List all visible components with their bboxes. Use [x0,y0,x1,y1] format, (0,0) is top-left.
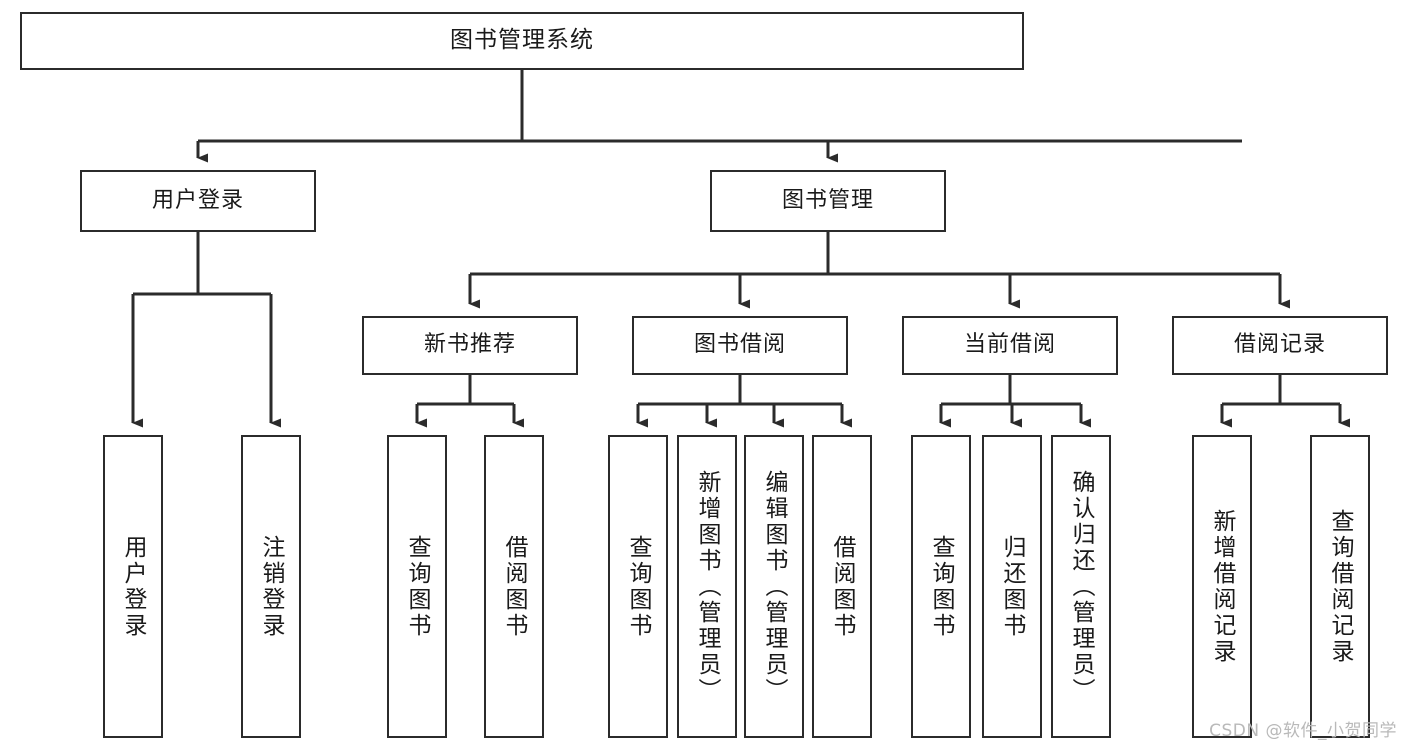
node-leaf-borrow-book-1[interactable]: 借阅图书 [484,435,544,738]
node-borrow-record[interactable]: 借阅记录 [1172,316,1388,375]
node-user-login[interactable]: 用户登录 [80,170,316,232]
node-leaf-edit-book-label: 编辑图书（管理员） [761,469,788,704]
node-user-login-label: 用户登录 [151,187,244,213]
node-leaf-return-book-label: 归还图书 [999,534,1026,639]
node-leaf-query-book-3[interactable]: 查询图书 [911,435,971,738]
node-leaf-query-record[interactable]: 查询借阅记录 [1310,435,1370,738]
node-leaf-edit-book[interactable]: 编辑图书（管理员） [744,435,804,738]
node-current-borrow-label: 当前借阅 [963,332,1056,358]
node-leaf-logout-label: 注销登录 [258,534,285,639]
node-book-borrow-label: 图书借阅 [693,332,786,358]
node-leaf-borrow-book-1-label: 借阅图书 [501,534,528,639]
node-leaf-add-record-label: 新增借阅记录 [1209,508,1236,665]
node-leaf-query-book-2[interactable]: 查询图书 [608,435,668,738]
node-leaf-query-record-label: 查询借阅记录 [1327,508,1354,665]
node-book-manage-label: 图书管理 [781,187,874,213]
node-root[interactable]: 图书管理系统 [20,12,1024,70]
node-root-label: 图书管理系统 [450,27,594,54]
node-leaf-confirm-return[interactable]: 确认归还（管理员） [1051,435,1111,738]
node-book-borrow[interactable]: 图书借阅 [632,316,848,375]
node-leaf-add-book[interactable]: 新增图书（管理员） [677,435,737,738]
node-leaf-query-book-1[interactable]: 查询图书 [387,435,447,738]
node-leaf-add-record[interactable]: 新增借阅记录 [1192,435,1252,738]
node-new-book-recommend-label: 新书推荐 [423,332,516,358]
node-new-book-recommend[interactable]: 新书推荐 [362,316,578,375]
node-leaf-borrow-book-2-label: 借阅图书 [829,534,856,639]
node-leaf-query-book-3-label: 查询图书 [928,534,955,639]
node-borrow-record-label: 借阅记录 [1233,332,1326,358]
node-leaf-add-book-label: 新增图书（管理员） [694,469,721,704]
node-current-borrow[interactable]: 当前借阅 [902,316,1118,375]
node-leaf-borrow-book-2[interactable]: 借阅图书 [812,435,872,738]
node-leaf-logout[interactable]: 注销登录 [241,435,301,738]
node-leaf-user-login-label: 用户登录 [120,534,147,639]
node-leaf-return-book[interactable]: 归还图书 [982,435,1042,738]
node-leaf-confirm-return-label: 确认归还（管理员） [1068,469,1095,704]
node-book-manage[interactable]: 图书管理 [710,170,946,232]
node-leaf-query-book-1-label: 查询图书 [404,534,431,639]
node-leaf-query-book-2-label: 查询图书 [625,534,652,639]
node-leaf-user-login[interactable]: 用户登录 [103,435,163,738]
